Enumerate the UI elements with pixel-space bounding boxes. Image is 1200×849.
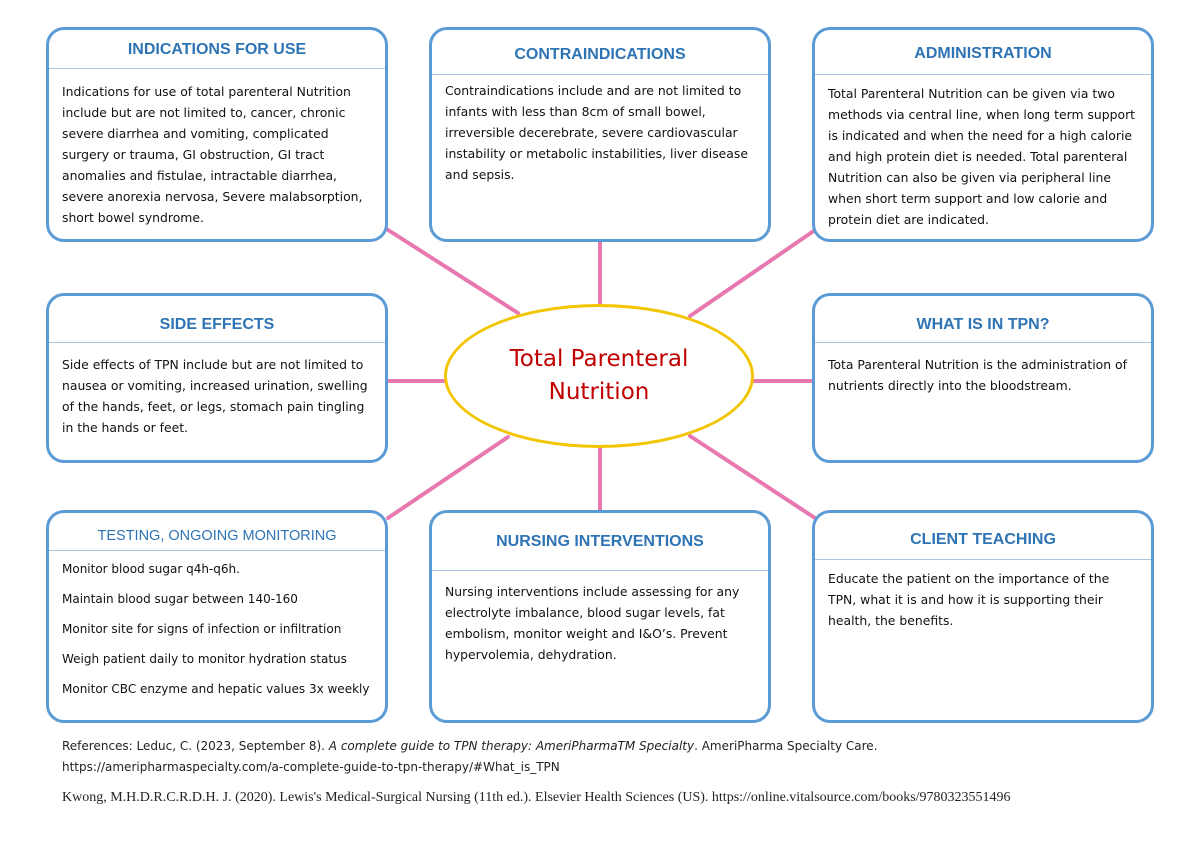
what-is-title: WHAT IS IN TPN? bbox=[815, 296, 1151, 343]
reference-1-suffix: . AmeriPharma Specialty Care. bbox=[694, 739, 878, 753]
side-effects-title: SIDE EFFECTS bbox=[49, 296, 385, 343]
connector-testing bbox=[386, 435, 510, 520]
nursing-title: NURSING INTERVENTIONS bbox=[432, 513, 768, 571]
side-effects-text: Side effects of TPN include but are not … bbox=[62, 357, 368, 435]
nursing-text: Nursing interventions include assessing … bbox=[445, 584, 740, 662]
administration-box: ADMINISTRATION Total Parenteral Nutritio… bbox=[812, 27, 1154, 242]
side-effects-box: SIDE EFFECTS Side effects of TPN include… bbox=[46, 293, 388, 463]
references: References: Leduc, C. (2023, September 8… bbox=[62, 736, 1182, 806]
reference-2: Kwong, M.H.D.R.C.R.D.H. J. (2020). Lewis… bbox=[62, 790, 1011, 805]
testing-list: Monitor blood sugar q4h-q6h. Maintain bl… bbox=[62, 559, 375, 709]
testing-item: Monitor site for signs of infection or i… bbox=[62, 622, 342, 636]
contraindications-text: Contraindications include and are not li… bbox=[445, 83, 748, 182]
connector-indications bbox=[383, 226, 520, 315]
contraindications-title: CONTRAINDICATIONS bbox=[432, 30, 768, 75]
what-is-box: WHAT IS IN TPN? Tota Parenteral Nutritio… bbox=[812, 293, 1154, 463]
reference-1: References: Leduc, C. (2023, September 8… bbox=[62, 736, 1182, 778]
reference-1-title: A complete guide to TPN therapy: AmeriPh… bbox=[328, 739, 695, 753]
indications-title: INDICATIONS FOR USE bbox=[49, 30, 385, 69]
testing-item: Weigh patient daily to monitor hydration… bbox=[62, 652, 347, 666]
reference-1-url[interactable]: https://ameripharmaspecialty.com/a-compl… bbox=[62, 760, 560, 774]
indications-box: INDICATIONS FOR USE Indications for use … bbox=[46, 27, 388, 242]
client-teaching-title: CLIENT TEACHING bbox=[815, 513, 1151, 560]
center-topic: Total Parenteral Nutrition bbox=[444, 304, 754, 448]
what-is-text: Tota Parenteral Nutrition is the adminis… bbox=[828, 357, 1127, 393]
testing-item: Maintain blood sugar between 140-160 bbox=[62, 592, 298, 606]
connector-administration bbox=[688, 226, 820, 318]
contraindications-box: CONTRAINDICATIONS Contraindications incl… bbox=[429, 27, 771, 242]
client-teaching-box: CLIENT TEACHING Educate the patient on t… bbox=[812, 510, 1154, 723]
reference-1-prefix: References: Leduc, C. (2023, September 8… bbox=[62, 739, 329, 753]
testing-item: Monitor CBC enzyme and hepatic values 3x… bbox=[62, 682, 370, 696]
indications-text: Indications for use of total parenteral … bbox=[62, 84, 363, 225]
nursing-box: NURSING INTERVENTIONS Nursing interventi… bbox=[429, 510, 771, 723]
administration-text: Total Parenteral Nutrition can be given … bbox=[828, 86, 1136, 227]
client-teaching-text: Educate the patient on the importance of… bbox=[828, 571, 1110, 628]
connector-client-teaching bbox=[688, 434, 820, 522]
testing-box: TESTING, ONGOING MONITORING Monitor bloo… bbox=[46, 510, 388, 723]
testing-item: Monitor blood sugar q4h-q6h. bbox=[62, 562, 240, 576]
administration-title: ADMINISTRATION bbox=[815, 30, 1151, 75]
center-title: Total Parenteral Nutrition bbox=[509, 346, 689, 405]
testing-title: TESTING, ONGOING MONITORING bbox=[49, 513, 385, 551]
